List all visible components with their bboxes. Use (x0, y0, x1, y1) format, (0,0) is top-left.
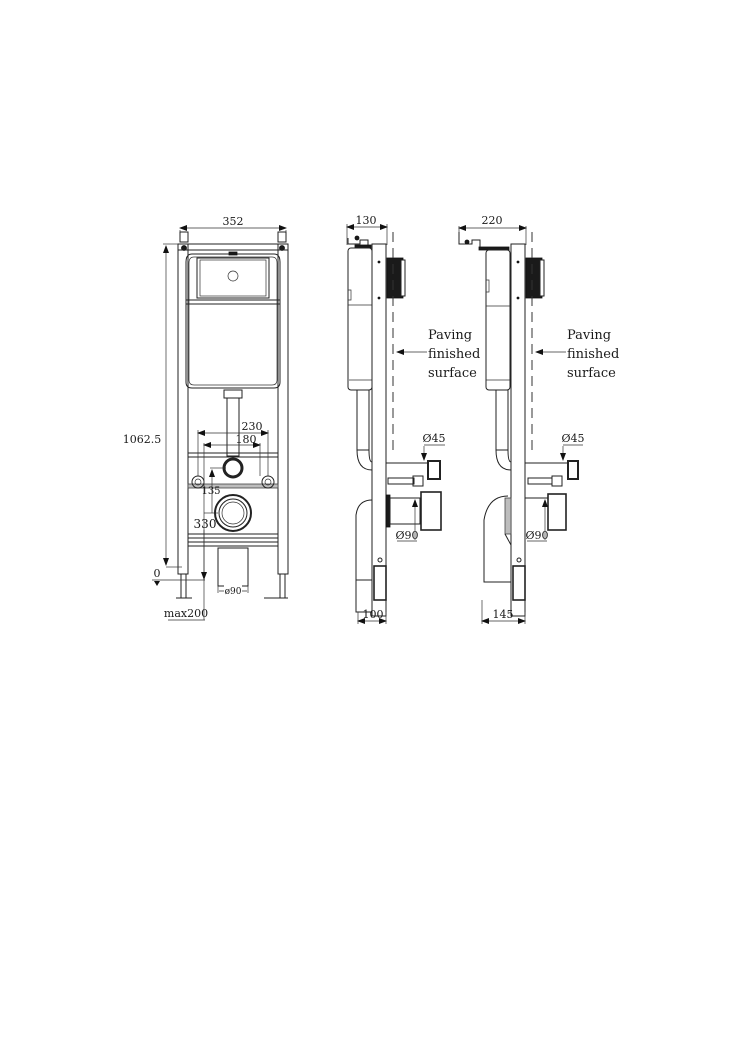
base-depth-100: 100 (357, 608, 387, 624)
paving-finished-surface-label-2: Paving finished surface (535, 328, 619, 381)
flush-pipe (226, 397, 240, 457)
svg-text:Ø90: Ø90 (525, 529, 548, 542)
leg-adjust-max200: max200 (164, 600, 208, 621)
front-view: 352 (123, 215, 289, 621)
frame-upright (371, 243, 387, 617)
height-label: 1062.5 (123, 433, 162, 446)
cistern-side (347, 247, 373, 391)
svg-text:180: 180 (236, 433, 257, 446)
svg-text:surface: surface (567, 366, 616, 381)
foot-block (512, 565, 526, 601)
svg-text:ø90: ø90 (225, 587, 242, 597)
svg-text:220: 220 (482, 214, 503, 227)
base-depth-145: 145 (481, 600, 526, 624)
svg-text:Ø45: Ø45 (422, 432, 445, 445)
inlet-diameter-45: Ø45 (560, 432, 585, 461)
drain-height-330: 330 (194, 512, 218, 580)
drain-connector (547, 493, 567, 531)
svg-text:Ø45: Ø45 (561, 432, 584, 445)
inlet-connector (567, 460, 579, 480)
cistern-body (185, 253, 281, 389)
drain-elbow (483, 495, 511, 583)
frame-upright (510, 243, 526, 617)
svg-text:0: 0 (154, 567, 161, 580)
svg-text:Paving: Paving (428, 328, 472, 343)
inlet-diameter-45: Ø45 (421, 432, 446, 461)
svg-text:Paving: Paving (567, 328, 611, 343)
connection-spacing-230: 230 (197, 420, 269, 476)
flush-valve-circle (227, 270, 239, 282)
svg-text:surface: surface (428, 366, 477, 381)
flush-connection (222, 457, 244, 479)
svg-text:finished: finished (428, 347, 480, 362)
flush-pipe-bend (495, 449, 512, 471)
foot-block (373, 565, 387, 601)
flush-plate-opening (196, 257, 270, 299)
side-view-1: 130 Paving finished surface (346, 214, 480, 624)
top-bracket-left (179, 231, 189, 243)
drain-diameter-90-side2: Ø90 (525, 499, 549, 542)
wall-bracket (458, 232, 481, 248)
svg-text:135: 135 (201, 486, 220, 497)
paving-finished-surface-label-1: Paving finished surface (396, 328, 480, 381)
drain-connector (420, 491, 442, 531)
drain-diameter-90-side1: Ø90 (395, 499, 419, 542)
drain-pipe (217, 547, 249, 587)
svg-text:145: 145 (493, 608, 514, 621)
top-bracket-right (277, 231, 287, 243)
svg-text:100: 100 (363, 608, 384, 621)
inlet-connector (427, 460, 441, 480)
height-dimension: 1062.5 (123, 243, 182, 568)
svg-text:130: 130 (356, 214, 377, 227)
svg-text:max200: max200 (164, 607, 208, 620)
svg-text:finished: finished (567, 347, 619, 362)
zero-level-marker: 0 (152, 567, 205, 586)
flush-offset-135: 135 (201, 467, 226, 513)
wall-bracket (347, 238, 369, 246)
cistern-side (485, 249, 511, 391)
drain-connection (214, 494, 252, 532)
flush-pipe-bend (356, 449, 373, 471)
side-view-2: 220 Paving finished surface (458, 214, 619, 624)
drain-elbow (355, 499, 373, 613)
width-label: 352 (223, 215, 244, 228)
width-dimension: 352 (179, 215, 287, 240)
depth-dimension-130: 130 (346, 214, 388, 245)
svg-text:330: 330 (194, 517, 217, 531)
svg-text:Ø90: Ø90 (395, 529, 418, 542)
svg-text:230: 230 (242, 420, 263, 433)
drain-pipe-side (389, 497, 421, 525)
depth-dimension-220: 220 (458, 214, 527, 245)
drain-diameter-front: ø90 (217, 585, 249, 597)
